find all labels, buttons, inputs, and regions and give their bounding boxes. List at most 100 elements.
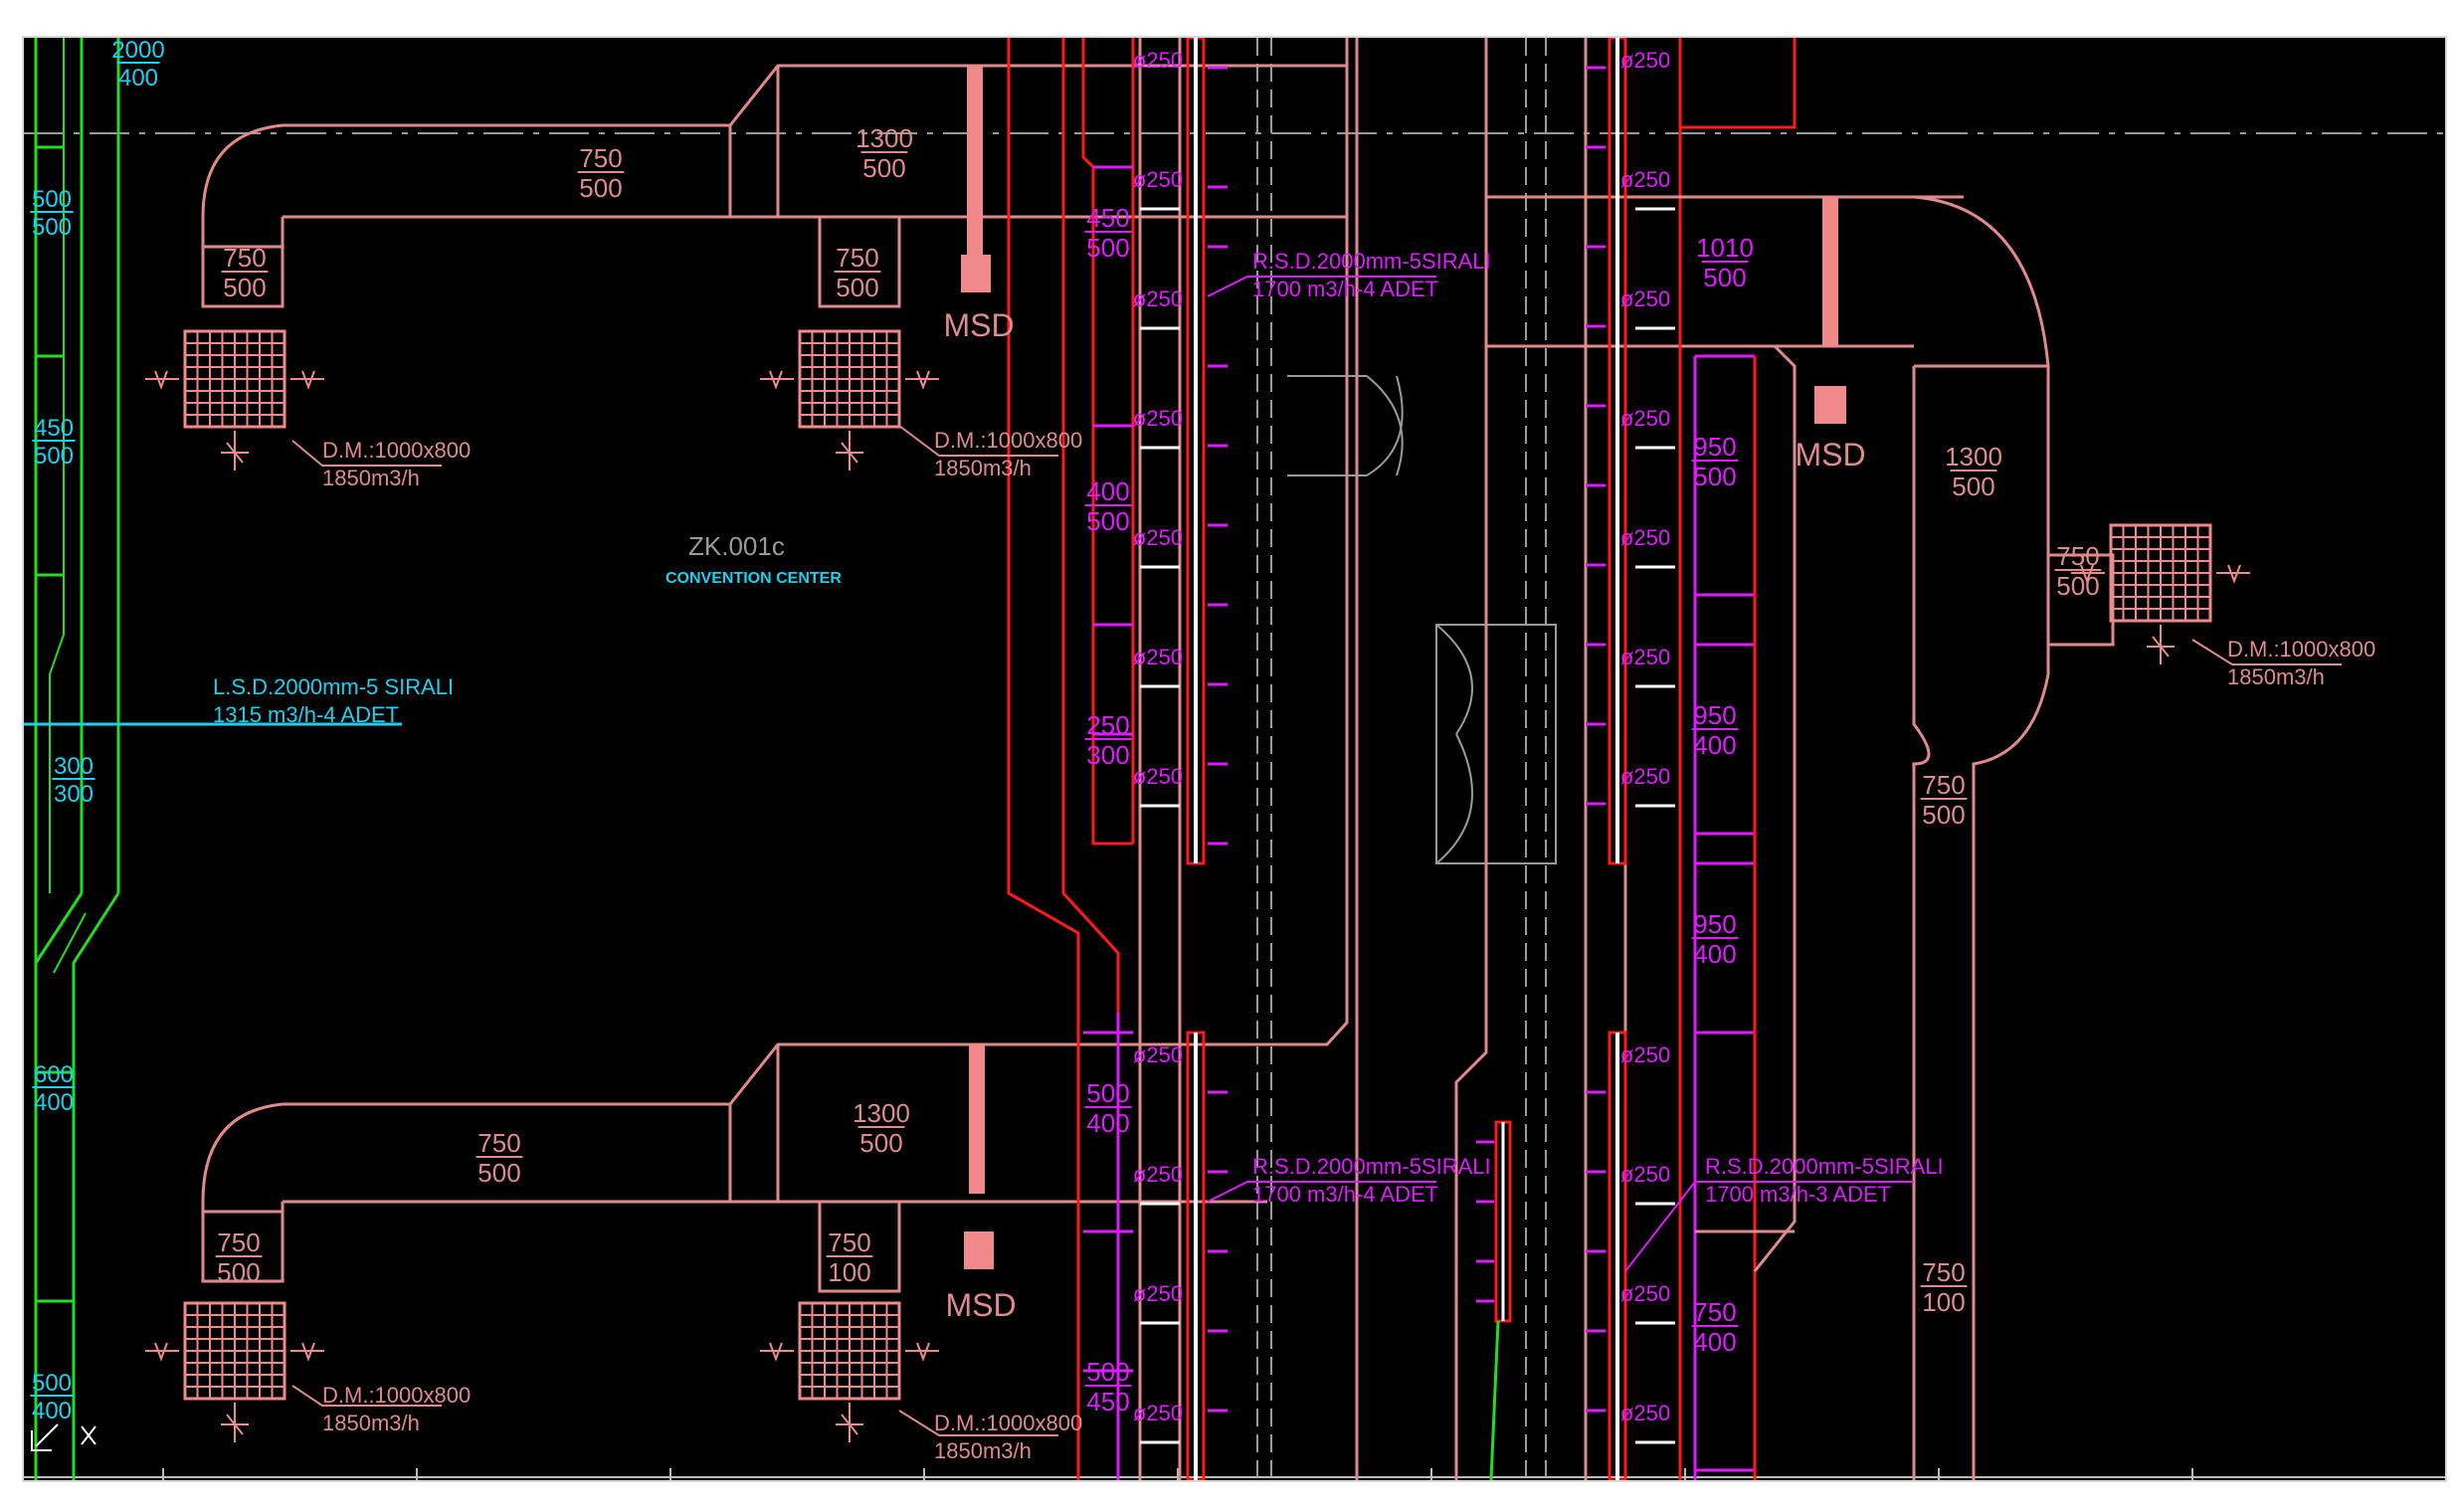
svg-text:1850m3/h: 1850m3/h [934,456,1032,480]
slot-note-1: R.S.D.2000mm-5SIRALI 1700 m3/h-4 ADET [1252,249,1491,301]
svg-text:500: 500 [32,1370,72,1397]
left-duct-inner [49,38,87,974]
msd-damper-2[interactable] [964,1044,994,1269]
diffuser-white-ticks [1140,207,1675,1444]
air-grilles[interactable] [145,329,2250,1442]
svg-text:950: 950 [1693,909,1736,939]
supply-duct-right[interactable] [1486,195,2115,1480]
svg-text:1700 m3/h-4 ADET: 1700 m3/h-4 ADET [1252,1182,1438,1207]
slot-note-2: R.S.D.2000mm-5SIRALI 1700 m3/h-4 ADET [1252,1154,1491,1207]
svg-text:300: 300 [54,781,94,808]
diffuser-tag: ø250 [1620,286,1670,311]
door-symbols [1287,375,1557,864]
svg-text:450: 450 [1086,203,1129,233]
supply-branch-vertical-left[interactable] [1138,38,1182,1480]
svg-text:L.S.D.2000mm-5 SIRALI: L.S.D.2000mm-5 SIRALI [213,674,454,699]
svg-text:750: 750 [1922,770,1965,800]
diffuser-tag: ø250 [1620,525,1670,550]
diffuser-tag: ø250 [1133,1162,1183,1187]
svg-text:500: 500 [862,153,905,183]
grille-2[interactable] [760,329,939,471]
grille-leaders [291,425,2342,1436]
diffuser-tag: ø250 [1133,1042,1183,1067]
grille-4[interactable] [145,1301,324,1442]
svg-text:100: 100 [1922,1287,1965,1317]
svg-text:750: 750 [579,143,622,173]
slot-note-cyan: L.S.D.2000mm-5 SIRALI 1315 m3/h-4 ADET [213,674,454,727]
msd-damper-1[interactable] [961,66,991,292]
diffuser-tag: ø250 [1133,1401,1183,1425]
red-duct-right[interactable] [1678,38,1797,1480]
svg-text:750: 750 [1693,1297,1736,1327]
diffuser-tag: ø250 [1620,645,1670,669]
svg-text:D.M.:1000x800: D.M.:1000x800 [934,428,1082,453]
svg-text:D.M.:1000x800: D.M.:1000x800 [2227,637,2375,662]
svg-text:300: 300 [1086,740,1129,770]
svg-text:500: 500 [223,273,266,302]
diffuser-tag: ø250 [1133,167,1183,192]
left-return-duct[interactable] [34,38,120,1480]
svg-text:400: 400 [34,1089,74,1116]
diffuser-tag: ø250 [1620,764,1670,789]
svg-text:R.S.D.2000mm-5SIRALI: R.S.D.2000mm-5SIRALI [1252,1154,1491,1179]
svg-text:2000: 2000 [111,38,164,64]
linear-diffuser-middle[interactable] [1489,1120,1512,1480]
svg-text:950: 950 [1693,432,1736,462]
linear-diffuser-lower-right[interactable] [1608,1031,1627,1480]
svg-text:500: 500 [2056,571,2099,601]
svg-text:500: 500 [1086,506,1129,536]
duct-dimension-labels: 2000400500500450500300300600400500400750… [30,38,2102,1425]
svg-text:1010: 1010 [1696,233,1754,263]
magenta-duct-left[interactable] [1083,165,1133,1480]
msd-label: MSD [943,307,1014,343]
svg-text:400: 400 [1693,730,1736,760]
svg-text:100: 100 [828,1257,870,1287]
svg-text:1850m3/h: 1850m3/h [322,466,420,490]
grille-3[interactable] [2071,523,2250,664]
svg-text:750: 750 [223,243,266,273]
svg-text:1700 m3/h-4 ADET: 1700 m3/h-4 ADET [1252,277,1438,301]
svg-text:750: 750 [217,1228,260,1257]
axis-ticks [24,1468,2445,1480]
svg-text:400: 400 [32,1398,72,1424]
svg-text:500: 500 [477,1158,520,1188]
svg-text:400: 400 [1086,1108,1129,1138]
svg-text:1850m3/h: 1850m3/h [2227,664,2325,689]
msd-damper-3[interactable] [1814,197,1846,424]
ucs-icon[interactable] [31,1423,96,1451]
svg-text:500: 500 [1693,462,1736,491]
supply-duct-lower-left[interactable] [201,217,1349,1293]
grille-5[interactable] [760,1301,939,1442]
msd-label: MSD [1795,437,1865,472]
linear-diffuser-upper-left[interactable] [1186,38,1206,865]
annotation-notes: D.M.:1000x8001850m3/hD.M.:1000x8001850m3… [213,249,2375,1463]
svg-text:R.S.D.2000mm-5SIRALI: R.S.D.2000mm-5SIRALI [1252,249,1491,274]
svg-text:1315 m3/h-4 ADET: 1315 m3/h-4 ADET [213,702,399,727]
svg-text:500: 500 [32,214,72,241]
hvac-ductwork-drawing[interactable]: ZK.001c CONVENTION CENTER 20004005005004… [24,38,2445,1480]
svg-text:1300: 1300 [855,123,913,153]
diffuser-tag: ø250 [1620,1281,1670,1306]
grille-1[interactable] [145,329,324,471]
svg-text:950: 950 [1693,700,1736,730]
svg-text:600: 600 [34,1061,74,1088]
linear-diffuser-upper-right[interactable] [1608,38,1627,865]
room-tag[interactable]: ZK.001c CONVENTION CENTER [665,531,842,587]
linear-diffuser-lower-left[interactable] [1186,1031,1206,1480]
